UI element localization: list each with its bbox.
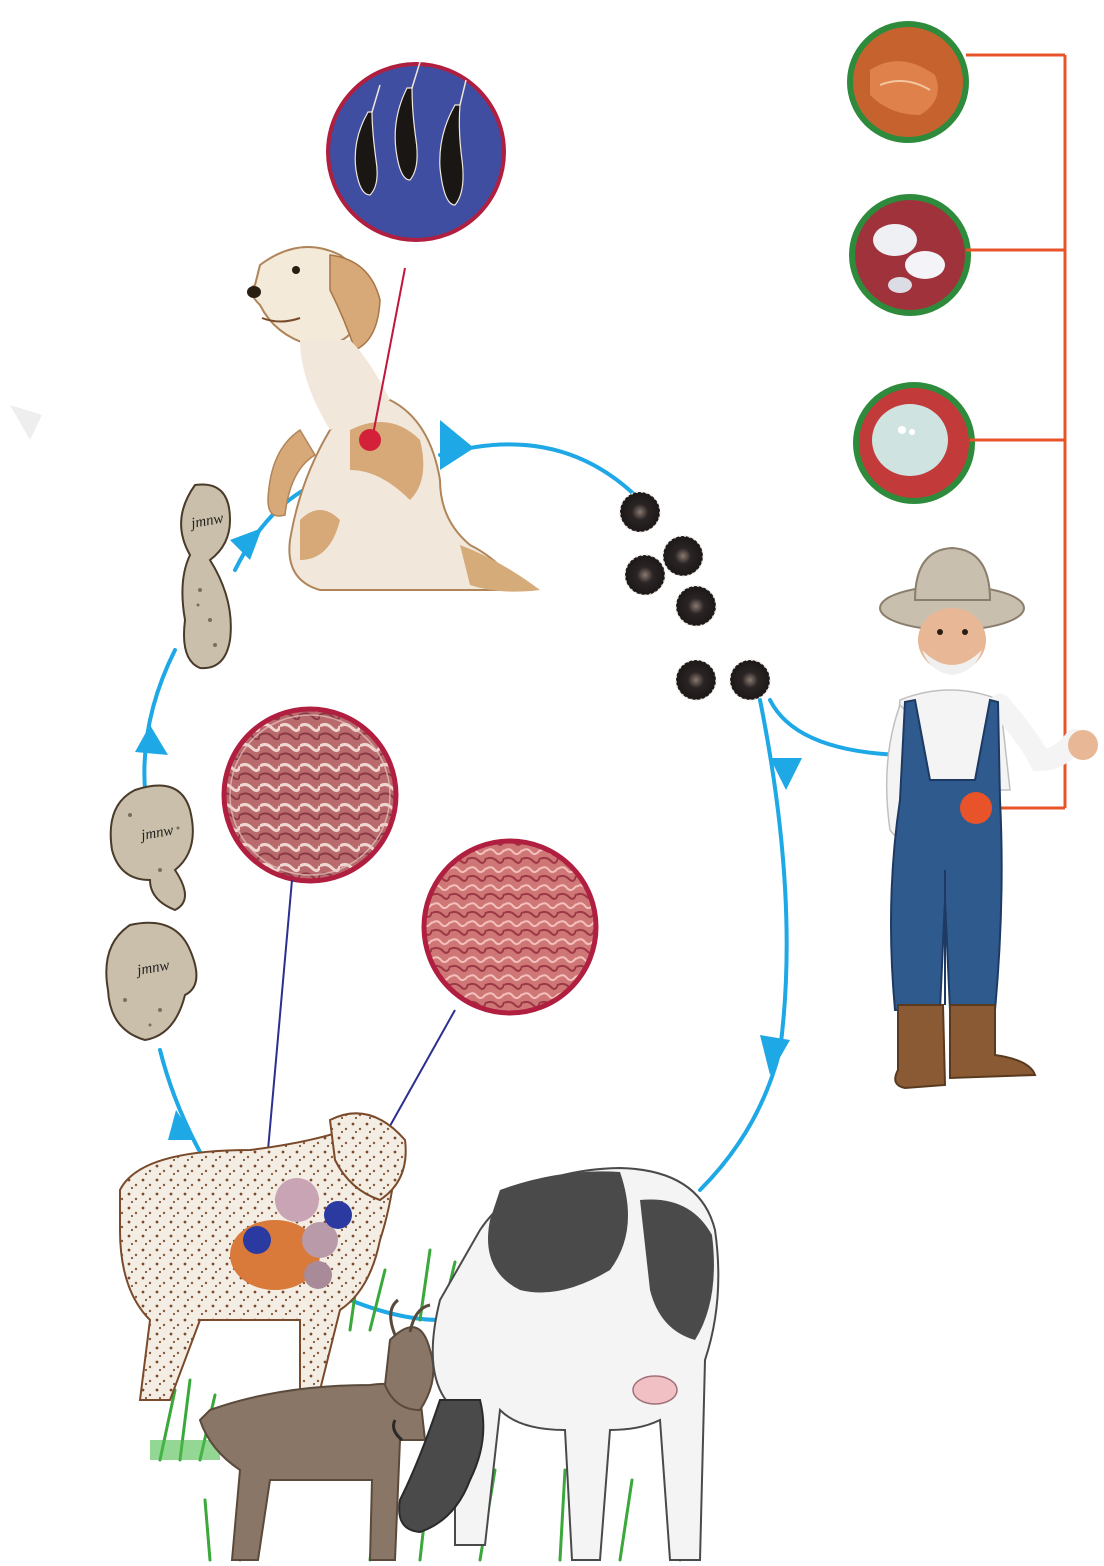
hydatid-cyst-middle: jmnw [111,786,193,911]
egg-icon [620,492,660,532]
cow-icon [394,1168,719,1560]
sheep-marker-1 [243,1226,271,1254]
dog-intestine-marker [359,429,381,451]
arrowhead-to-dog-small [230,528,262,560]
organ-cyst-inset-1 [224,709,396,881]
sheep-icon [120,1113,406,1400]
egg-icon [663,536,703,576]
adult-tapeworms-inset [328,62,504,240]
egg-cluster [620,492,770,700]
egg-icon [625,555,665,595]
human-cyst-inset-2 [852,197,968,313]
dog-icon [247,247,540,592]
arrowhead-to-dog [440,420,474,470]
egg-icon [676,586,716,626]
egg-icon [676,660,716,700]
arrow-eggs-down-right [700,700,787,1190]
hydatid-cyst-bottom: jmnw [106,923,196,1040]
arrowhead-up-left-2 [135,725,168,755]
sheep-marker-2 [324,1201,352,1229]
organ-cyst-inset-2 [424,841,596,1013]
human-cyst-inset-1 [850,24,966,140]
arrow-dog-to-eggs [440,444,640,500]
hydatid-cyst-top: jmnw [181,484,231,668]
grass-patch [150,1440,220,1460]
human-cyst-inset-3 [856,385,972,501]
egg-icon [730,660,770,700]
human-organ-marker [960,792,992,824]
faint-triangle-mark [10,405,42,440]
arrow-cysts-up [144,650,175,790]
